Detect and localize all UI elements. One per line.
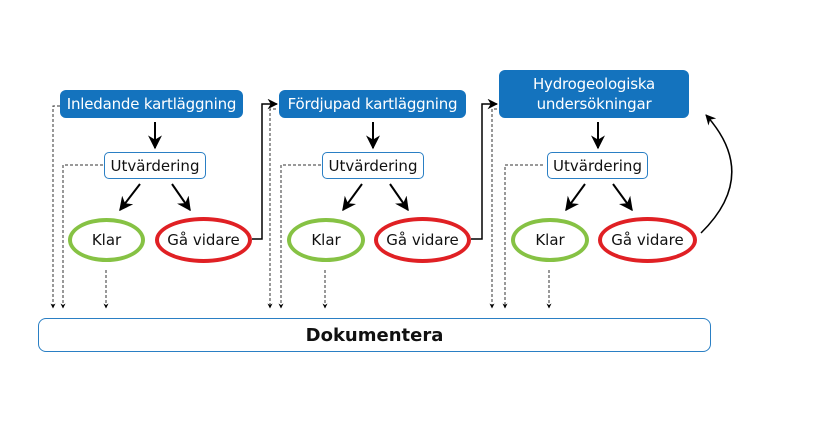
arrow-continue-to-stage2 — [252, 98, 279, 240]
stage3-connectors — [489, 108, 733, 309]
dashed-title-to-doc — [50, 105, 60, 309]
arrow-loop-back — [700, 114, 733, 234]
stage3-done: Klar — [511, 218, 589, 262]
stage1-title: Inledande kartläggning — [60, 90, 243, 118]
stage1-evaluation: Utvärdering — [104, 152, 206, 179]
stage3-evaluation: Utvärdering — [547, 152, 648, 179]
stage2-title: Fördjupad kartläggning — [279, 90, 466, 118]
stage2-evaluation: Utvärdering — [322, 152, 424, 179]
document-box: Dokumentera — [38, 318, 711, 352]
stage1-connectors — [50, 98, 279, 309]
stage1-done: Klar — [68, 218, 145, 262]
stage2-continue: Gå vidare — [374, 217, 471, 263]
stage2-done: Klar — [287, 218, 365, 262]
stage3-title: Hydrogeologiska undersökningar — [499, 70, 689, 118]
arrow-eval-to-continue — [171, 183, 191, 212]
stage3-continue: Gå vidare — [598, 217, 697, 263]
stage2-connectors — [267, 98, 499, 309]
arrow-eval-to-done — [119, 183, 141, 212]
dashed-eval-to-doc — [60, 164, 103, 309]
stage1-continue: Gå vidare — [155, 217, 252, 263]
